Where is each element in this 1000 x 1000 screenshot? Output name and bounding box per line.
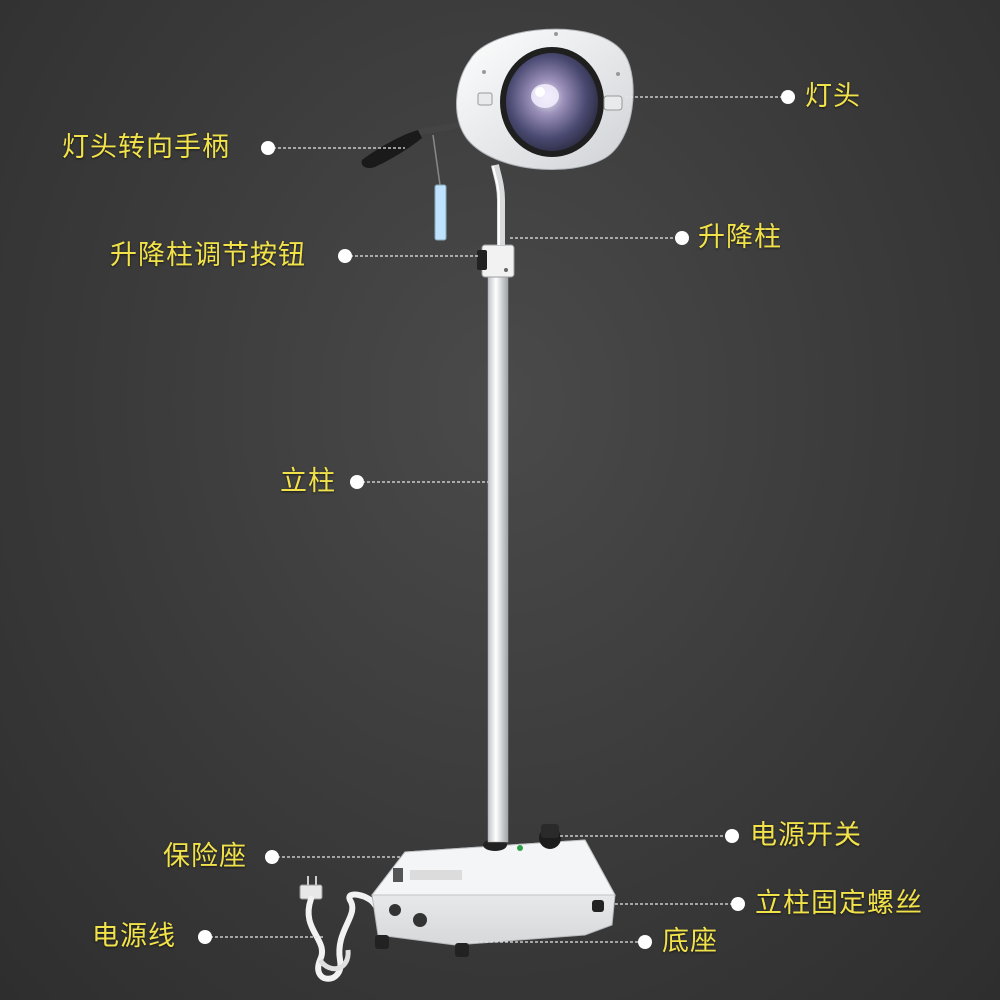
label-column-screw: 立柱固定螺丝: [755, 888, 923, 919]
dot-lamp-head-handle: [261, 141, 275, 155]
dot-column-screw: [731, 897, 745, 911]
label-power-cord: 电源线: [92, 921, 176, 952]
lift-column-collar: [477, 244, 515, 278]
lamp-head-handle: [361, 122, 463, 241]
label-column: 立柱: [280, 466, 336, 497]
dot-power-cord: [198, 930, 212, 944]
dot-power-switch: [725, 829, 739, 843]
leader-lines: [205, 96, 788, 943]
power-cord: [299, 876, 378, 982]
label-base: 底座: [662, 926, 718, 957]
lamp-column: [487, 271, 509, 843]
dot-column: [350, 475, 364, 489]
label-lamp-head: 灯头: [805, 81, 861, 112]
dot-lift-column: [675, 231, 689, 245]
label-lamp-head-handle: 灯头转向手柄: [62, 132, 230, 163]
lamp-base: [370, 824, 616, 957]
lift-column-rod: [491, 164, 505, 245]
label-lift-column-button: 升降柱调节按钮: [110, 240, 306, 271]
lamp-head: [456, 28, 634, 171]
dot-lift-column-button: [338, 249, 352, 263]
label-lift-column: 升降柱: [698, 222, 782, 253]
label-fuse-holder: 保险座: [163, 841, 247, 872]
dot-base: [638, 935, 652, 949]
dot-lamp-head: [781, 90, 795, 104]
leader-dots: [198, 90, 795, 949]
label-power-switch: 电源开关: [750, 820, 862, 851]
dot-fuse-holder: [265, 850, 279, 864]
